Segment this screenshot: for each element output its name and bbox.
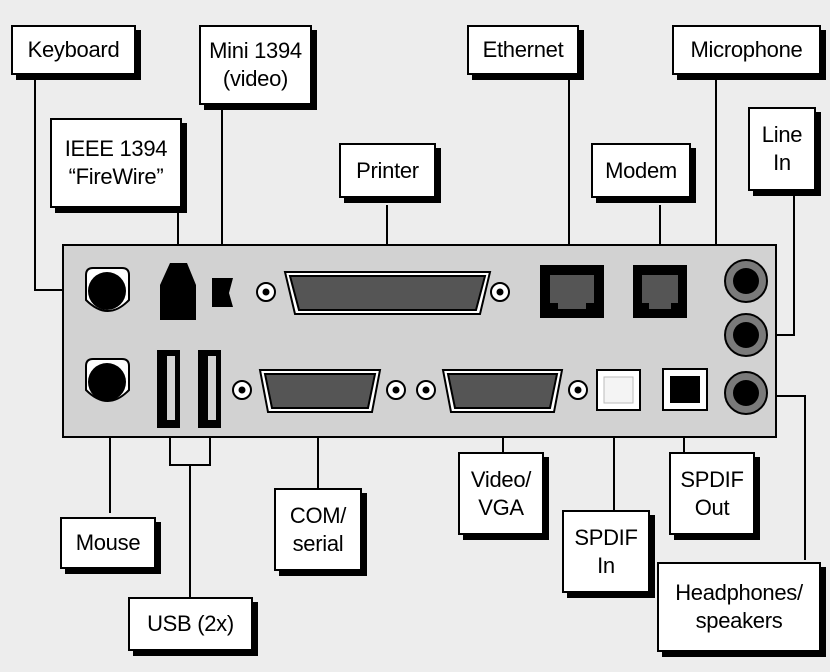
- label-mini1394: Mini 1394 (video): [199, 25, 312, 105]
- spdif-in-port: [596, 369, 641, 411]
- label-usb-text: USB (2x): [147, 611, 234, 636]
- label-ieee1394-line1: IEEE 1394: [64, 136, 168, 161]
- label-modem-text: Modem: [605, 157, 677, 183]
- label-ieee1394-line2: “FireWire”: [68, 164, 164, 189]
- audio-jack-microphone: [724, 259, 768, 303]
- ethernet-port: [540, 265, 604, 318]
- label-video: Video/ VGA: [458, 452, 544, 535]
- label-spdif-in-line1: SPDIF: [574, 524, 638, 550]
- parallel-printer-port: [256, 271, 510, 315]
- firewire-port: [160, 263, 196, 320]
- label-ethernet-text: Ethernet: [482, 37, 564, 62]
- label-spdif-in-line2: In: [597, 552, 615, 578]
- usb-ports: [157, 350, 221, 428]
- label-mouse: Mouse: [60, 517, 156, 569]
- label-printer: Printer: [339, 143, 436, 198]
- modem-port: [633, 265, 687, 318]
- label-keyboard: Keyboard: [11, 25, 136, 75]
- label-line-in: Line In: [748, 107, 816, 191]
- mini1394-port: [212, 278, 233, 307]
- label-video-line1: Video/: [470, 466, 532, 492]
- label-printer-text: Printer: [356, 157, 419, 183]
- label-video-line2: VGA: [478, 494, 524, 520]
- label-com: COM/ serial: [274, 488, 362, 571]
- com-serial-port: [232, 369, 406, 413]
- label-com-line1: COM/: [289, 502, 347, 528]
- label-spdif-in: SPDIF In: [562, 510, 650, 593]
- audio-jack-line-in: [724, 313, 768, 357]
- label-microphone-text: Microphone: [690, 37, 803, 62]
- label-mini1394-line1: Mini 1394: [209, 38, 302, 63]
- label-mini1394-line2: (video): [222, 66, 289, 91]
- label-line-in-line2: In: [773, 150, 791, 175]
- label-com-line2: serial: [292, 530, 344, 556]
- ps2-keyboard-port: [85, 267, 130, 312]
- label-spdif-out-line2: Out: [694, 494, 730, 520]
- label-line-in-line1: Line: [761, 122, 803, 147]
- label-mouse-text: Mouse: [75, 530, 141, 555]
- audio-jack-headphones: [724, 371, 768, 415]
- vga-port: [416, 369, 588, 413]
- spdif-out-port: [662, 368, 708, 411]
- label-keyboard-text: Keyboard: [27, 37, 120, 62]
- label-spdif-out: SPDIF Out: [669, 452, 755, 535]
- label-modem: Modem: [591, 143, 691, 198]
- ps2-mouse-port: [85, 358, 130, 402]
- label-headphones-line2: speakers: [695, 608, 783, 633]
- label-microphone: Microphone: [672, 25, 821, 75]
- label-usb: USB (2x): [128, 597, 253, 651]
- label-headphones-line1: Headphones/: [675, 580, 803, 605]
- label-ieee1394: IEEE 1394 “FireWire”: [50, 118, 182, 208]
- label-headphones: Headphones/ speakers: [657, 562, 821, 652]
- label-spdif-out-line1: SPDIF: [680, 466, 744, 492]
- label-ethernet: Ethernet: [467, 25, 579, 75]
